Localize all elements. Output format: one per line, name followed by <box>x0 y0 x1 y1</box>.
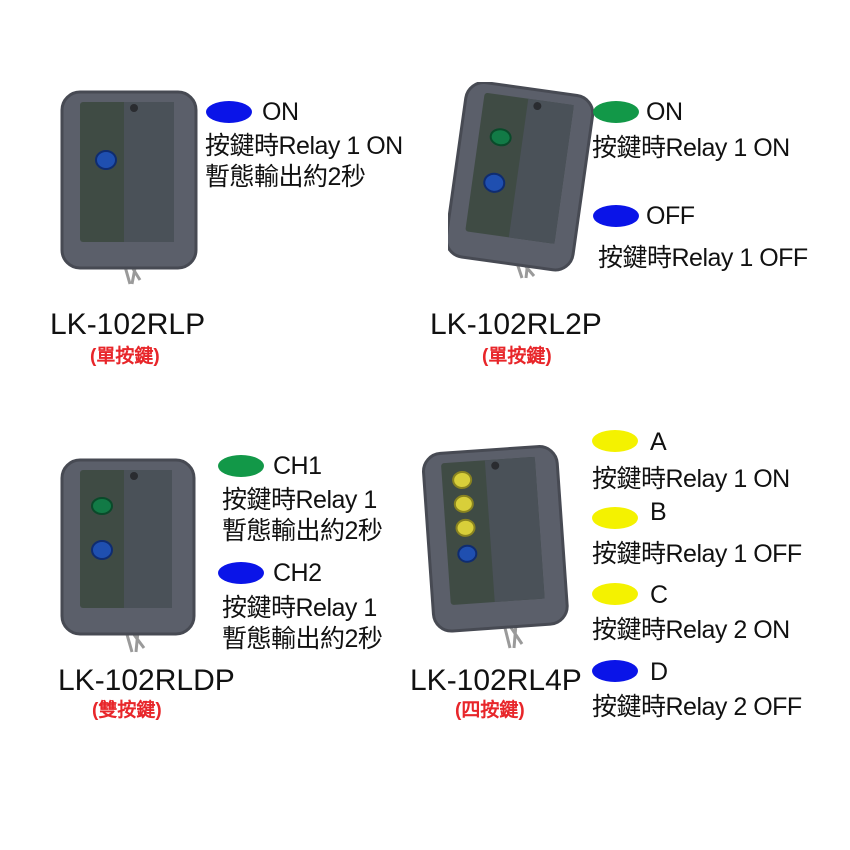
button-label: ON <box>262 98 299 126</box>
remote-image <box>444 81 595 279</box>
button-label: CH1 <box>273 452 322 480</box>
button-type: (單按鍵) <box>90 346 160 367</box>
model-name: LK-102RL4P <box>410 664 582 697</box>
button-label: B <box>650 498 667 526</box>
button-description: 按鍵時Relay 1 ON <box>592 465 790 493</box>
button-label: CH2 <box>273 559 322 587</box>
remote-image <box>60 458 196 653</box>
button-color-dot <box>592 430 638 452</box>
button-description: 按鍵時Relay 1 OFF <box>592 540 802 568</box>
button-description: 按鍵時Relay 2 OFF <box>592 693 802 721</box>
remote-image <box>422 445 569 649</box>
button-color-dot <box>592 660 638 682</box>
button-color-dot <box>206 101 252 123</box>
remote-lk-102rl2p <box>444 81 598 287</box>
button-color-dot <box>592 507 638 529</box>
button-label: C <box>650 581 668 609</box>
remote-lk-102rl4p <box>422 444 572 659</box>
button-description: 按鍵時Relay 1 <box>222 486 377 514</box>
button-color-dot <box>218 455 264 477</box>
remote-lk-102rlp <box>58 88 208 293</box>
model-name: LK-102RLDP <box>58 664 235 697</box>
button-description: 按鍵時Relay 1 ON <box>205 132 403 160</box>
button-label: D <box>650 658 668 686</box>
remote-image <box>60 90 198 285</box>
button-type: (雙按鍵) <box>92 700 162 721</box>
button-description: 暫態輸出約2秒 <box>205 163 366 191</box>
button-color-dot <box>593 101 639 123</box>
button-description: 暫態輸出約2秒 <box>222 517 383 545</box>
button-type: (四按鍵) <box>455 700 525 721</box>
button-description: 按鍵時Relay 1 OFF <box>598 244 808 272</box>
button-color-dot <box>593 205 639 227</box>
button-type: (單按鍵) <box>482 346 552 367</box>
button-color-dot <box>218 562 264 584</box>
model-name: LK-102RL2P <box>430 308 602 341</box>
model-name: LK-102RLP <box>50 308 206 341</box>
remote-lk-102rldp <box>58 456 208 661</box>
button-description: 按鍵時Relay 1 <box>222 594 377 622</box>
button-description: 按鍵時Relay 1 ON <box>592 134 790 162</box>
button-label: OFF <box>646 202 695 230</box>
button-color-dot <box>592 583 638 605</box>
button-description: 按鍵時Relay 2 ON <box>592 616 790 644</box>
button-label: ON <box>646 98 683 126</box>
button-label: A <box>650 428 667 456</box>
button-description: 暫態輸出約2秒 <box>222 625 383 653</box>
